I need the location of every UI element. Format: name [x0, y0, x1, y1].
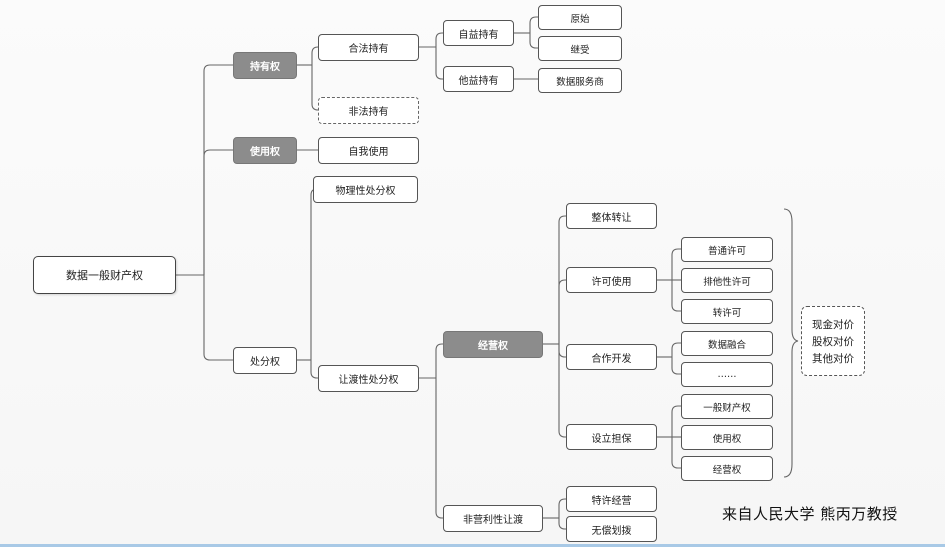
cooperative-development-node: 合作开发 [566, 344, 657, 370]
inherit-node: 继受 [538, 36, 622, 61]
consideration-box: 现金对价 股权对价 其他对价 [801, 306, 865, 376]
sublicense-node: 转许可 [681, 299, 773, 324]
other-consideration-label: 其他对价 [812, 352, 854, 365]
illegal-holding-node: 非法持有 [318, 97, 419, 124]
transfer-disposal-node: 让渡性处分权 [318, 365, 419, 392]
pledge-operation-right-node: 经营权 [681, 456, 773, 481]
data-service-provider-node: 数据服务商 [538, 68, 622, 93]
ordinary-license-node: 普通许可 [681, 237, 773, 262]
cash-consideration-label: 现金对价 [812, 318, 854, 331]
root-node: 数据一般财产权 [33, 256, 176, 294]
ellipsis-node: …… [681, 362, 773, 387]
pledge-use-right-node: 使用权 [681, 425, 773, 450]
operation-right-node: 经营权 [443, 331, 543, 358]
whole-transfer-node: 整体转让 [566, 203, 657, 229]
non-profit-transfer-node: 非营利性让渡 [443, 505, 543, 532]
dispose-right-node: 处分权 [233, 347, 297, 374]
original-node: 原始 [538, 5, 622, 30]
self-use-node: 自我使用 [318, 137, 419, 164]
legal-holding-node: 合法持有 [318, 34, 419, 61]
bottom-progress-bar [0, 544, 945, 547]
data-fusion-node: 数据融合 [681, 331, 773, 356]
general-property-right-node: 一般财产权 [681, 394, 773, 419]
other-benefit-holding-node: 他益持有 [443, 66, 514, 92]
use-right-node: 使用权 [233, 137, 297, 164]
hold-right-node: 持有权 [233, 52, 297, 79]
physical-disposal-node: 物理性处分权 [313, 176, 418, 203]
exclusive-license-node: 排他性许可 [681, 268, 773, 293]
equity-consideration-label: 股权对价 [812, 335, 854, 348]
pledge-node: 设立担保 [566, 424, 657, 450]
license-use-node: 许可使用 [566, 267, 657, 293]
source-credit: 来自人民大学 熊丙万教授 [722, 505, 898, 523]
self-benefit-holding-node: 自益持有 [443, 20, 514, 46]
franchise-node: 特许经营 [566, 486, 657, 512]
free-transfer-node: 无偿划拨 [566, 516, 657, 542]
